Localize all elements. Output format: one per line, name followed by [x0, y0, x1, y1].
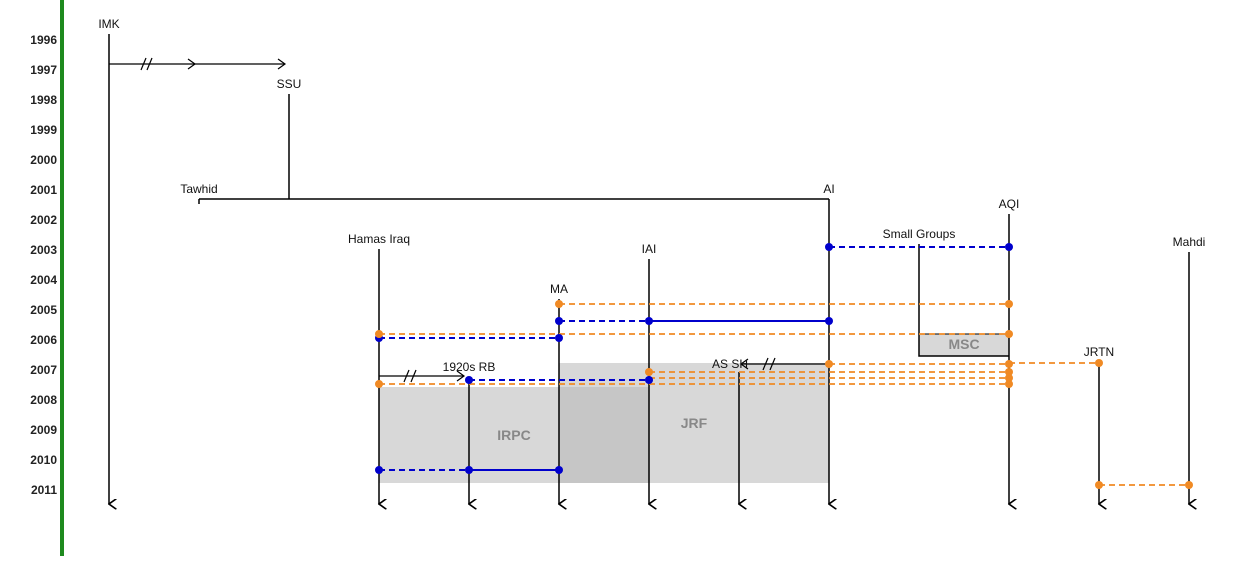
imk-ssu-arrowhead	[277, 58, 287, 70]
dot	[555, 300, 563, 308]
dot	[375, 330, 383, 338]
break-mark	[762, 357, 769, 371]
blue-links	[379, 246, 1009, 471]
dot	[825, 317, 833, 325]
tawhid-label: Tawhid	[180, 182, 217, 196]
split-arrows	[109, 57, 829, 383]
dot	[825, 360, 833, 368]
timeline-border	[60, 0, 64, 556]
year-label: 2000	[30, 153, 57, 167]
ai-label: AI	[823, 182, 834, 196]
ma-label: MA	[550, 282, 568, 296]
dot	[1095, 359, 1103, 367]
year-label: 1996	[30, 33, 57, 47]
year-label: 2010	[30, 453, 57, 467]
orange-links	[379, 303, 1189, 486]
break-mark	[140, 57, 147, 71]
rb-1920s-label: 1920s RB	[443, 360, 496, 374]
break-mark	[403, 369, 410, 383]
dot	[1005, 380, 1013, 388]
dot	[1005, 243, 1013, 251]
dot	[825, 243, 833, 251]
msc-label: MSC	[948, 336, 979, 352]
dot	[555, 317, 563, 325]
dot	[645, 368, 653, 376]
orange-dots	[375, 300, 1193, 489]
year-label: 2004	[30, 273, 57, 287]
coalition-boxes: IRPC JRF MSC	[379, 333, 1010, 483]
year-label: 1997	[30, 63, 57, 77]
overlap-box	[559, 387, 649, 483]
year-label: 2002	[30, 213, 57, 227]
dot	[1005, 300, 1013, 308]
year-label: 1998	[30, 93, 57, 107]
year-label: 2001	[30, 183, 57, 197]
year-label: 2008	[30, 393, 57, 407]
ai-assh-arrowhead	[739, 358, 749, 370]
year-label: 1999	[30, 123, 57, 137]
break-mark	[769, 357, 776, 371]
ssu-label: SSU	[277, 77, 302, 91]
irpc-label: IRPC	[497, 427, 530, 443]
group-labels: IMK SSU Tawhid AI AQI Small Groups Hamas…	[98, 17, 1205, 374]
imk-label: IMK	[98, 17, 119, 31]
year-label: 2006	[30, 333, 57, 347]
small-groups-label: Small Groups	[883, 227, 956, 241]
imk-ssu-arrowmark	[187, 58, 197, 70]
dot	[375, 380, 383, 388]
as-sh-label: AS SH	[712, 357, 748, 371]
dot	[465, 376, 473, 384]
year-label: 2011	[31, 483, 57, 497]
dot	[465, 466, 473, 474]
year-axis: 1996 1997 1998 1999 2000 2001 2002 2003 …	[30, 33, 57, 497]
dot	[645, 376, 653, 384]
year-label: 2009	[30, 423, 57, 437]
dot	[1005, 330, 1013, 338]
dot	[375, 466, 383, 474]
dot	[1005, 360, 1013, 368]
break-mark	[410, 369, 417, 383]
dot	[645, 317, 653, 325]
group-lifelines	[109, 34, 1189, 504]
hamas-iraq-label: Hamas Iraq	[348, 232, 410, 246]
iai-label: IAI	[642, 242, 657, 256]
hamas-1920s-arrowhead	[456, 370, 466, 382]
break-mark	[146, 57, 153, 71]
dot	[1005, 368, 1013, 376]
dot	[555, 466, 563, 474]
dot	[1005, 374, 1013, 382]
jrtn-label: JRTN	[1084, 345, 1114, 359]
year-label: 2003	[30, 243, 57, 257]
dot	[1095, 481, 1103, 489]
year-label: 2005	[30, 303, 57, 317]
aqi-label: AQI	[999, 197, 1020, 211]
year-label: 2007	[30, 363, 57, 377]
dot	[555, 334, 563, 342]
small-groups-line	[918, 244, 1009, 357]
jrf-label: JRF	[681, 415, 708, 431]
mahdi-label: Mahdi	[1173, 235, 1206, 249]
dot	[1185, 481, 1193, 489]
